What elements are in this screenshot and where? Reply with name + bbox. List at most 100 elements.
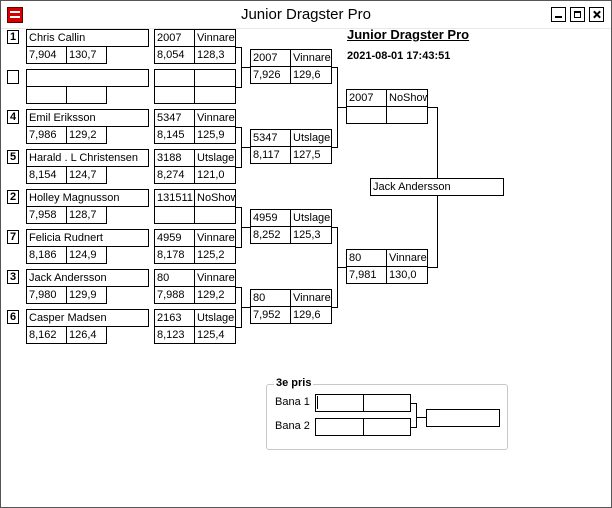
bracket-line (411, 427, 417, 428)
race-status: Vinnare (194, 269, 236, 287)
bracket-line (236, 287, 242, 288)
speed: 124,9 (66, 246, 107, 264)
race-status: Utslagen (290, 129, 332, 147)
driver-name[interactable]: Casper Madsen (26, 309, 149, 327)
seed-box: 1 (7, 30, 19, 44)
mph: 130,0 (386, 266, 428, 284)
bracket-line (236, 87, 242, 88)
title-bar: Junior Dragster Pro (1, 1, 611, 29)
bracket-line (428, 107, 438, 108)
race-status (194, 69, 236, 87)
seed-box: 7 (7, 230, 19, 244)
mph: 121,0 (194, 166, 236, 184)
car-id: 131511 (154, 189, 195, 207)
car-id: 2007 (346, 89, 387, 107)
bracket-line (437, 107, 438, 179)
car-id: 4959 (154, 229, 195, 247)
mph: 129,6 (290, 66, 332, 84)
driver-name[interactable]: Jack Andersson (26, 269, 149, 287)
car-id (154, 69, 195, 87)
final-winner: Jack Andersson (370, 178, 504, 196)
elapsed-time: 8,178 (154, 246, 195, 264)
bracket-line (332, 147, 338, 148)
elapsed-time (346, 106, 387, 124)
elapsed-time: 8,117 (250, 146, 291, 164)
elapsed-time: 8,252 (250, 226, 291, 244)
elapsed-time: 8,145 (154, 126, 195, 144)
bracket-line (437, 195, 438, 268)
bracket-line (236, 327, 242, 328)
third-place-group (266, 384, 508, 450)
bracket-line (337, 267, 347, 268)
race-status: Vinnare (194, 229, 236, 247)
speed: 129,9 (66, 286, 107, 304)
text-cursor (317, 396, 318, 409)
race-status: NoShow (194, 189, 236, 207)
reaction-time: 8,186 (26, 246, 67, 264)
mph: 125,4 (194, 326, 236, 344)
minimize-button[interactable] (551, 7, 566, 22)
lane2-id-field[interactable] (315, 418, 364, 436)
maximize-button[interactable] (570, 7, 585, 22)
mph: 128,3 (194, 46, 236, 64)
bracket-line (241, 307, 251, 308)
driver-name[interactable]: Emil Eriksson (26, 109, 149, 127)
bracket-line (332, 307, 338, 308)
car-id: 5347 (250, 129, 291, 147)
mph (194, 206, 236, 224)
bracket-line (416, 417, 426, 418)
bracket-line (416, 403, 417, 428)
race-status: Utslagen (290, 209, 332, 227)
third-place-title: 3e pris (274, 377, 314, 389)
elapsed-time: 8,274 (154, 166, 195, 184)
driver-name[interactable]: Chris Callin (26, 29, 149, 47)
driver-name[interactable] (26, 69, 149, 87)
elapsed-time: 8,054 (154, 46, 195, 64)
car-id: 2007 (154, 29, 195, 47)
lane1-id-field[interactable] (315, 394, 364, 412)
elapsed-time (154, 206, 195, 224)
race-status: Vinnare (290, 289, 332, 307)
lane1-status-field[interactable] (363, 394, 411, 412)
mph: 125,9 (194, 126, 236, 144)
bracket-line (241, 67, 251, 68)
lane2-status-field[interactable] (363, 418, 411, 436)
race-status: Vinnare (194, 29, 236, 47)
elapsed-time: 7,926 (250, 66, 291, 84)
race-status: Vinnare (386, 249, 428, 267)
bracket-title: Junior Dragster Pro (347, 27, 470, 42)
car-id: 5347 (154, 109, 195, 127)
close-button[interactable] (589, 7, 604, 22)
seed-box: 3 (7, 270, 19, 284)
reaction-time: 7,958 (26, 206, 67, 224)
race-status: Utslagen (194, 309, 236, 327)
app-flag-icon (7, 7, 23, 23)
elapsed-time (154, 86, 195, 104)
elapsed-time: 7,988 (154, 286, 195, 304)
mph: 127,5 (290, 146, 332, 164)
reaction-time: 8,162 (26, 326, 67, 344)
car-id: 4959 (250, 209, 291, 227)
car-id: 2163 (154, 309, 195, 327)
car-id: 3188 (154, 149, 195, 167)
third-place-winner-field[interactable] (426, 409, 500, 427)
bracket-line (236, 47, 242, 48)
driver-name[interactable]: Harald . L Christensen (26, 149, 149, 167)
bracket-line (241, 147, 251, 148)
race-status: Vinnare (290, 49, 332, 67)
seed-box (7, 70, 19, 84)
bracket-line (332, 67, 338, 68)
car-id: 80 (154, 269, 195, 287)
bracket-line (332, 227, 338, 228)
window-title: Junior Dragster Pro (240, 6, 372, 23)
driver-name[interactable]: Holley Magnusson (26, 189, 149, 207)
car-id: 2007 (250, 49, 291, 67)
driver-name[interactable]: Felicia Rudnert (26, 229, 149, 247)
speed: 124,7 (66, 166, 107, 184)
seed-box: 4 (7, 110, 19, 124)
lane2-label: Bana 2 (275, 420, 310, 432)
mph: 129,2 (194, 286, 236, 304)
speed: 130,7 (66, 46, 107, 64)
bracket-line (411, 403, 417, 404)
mph: 125,2 (194, 246, 236, 264)
